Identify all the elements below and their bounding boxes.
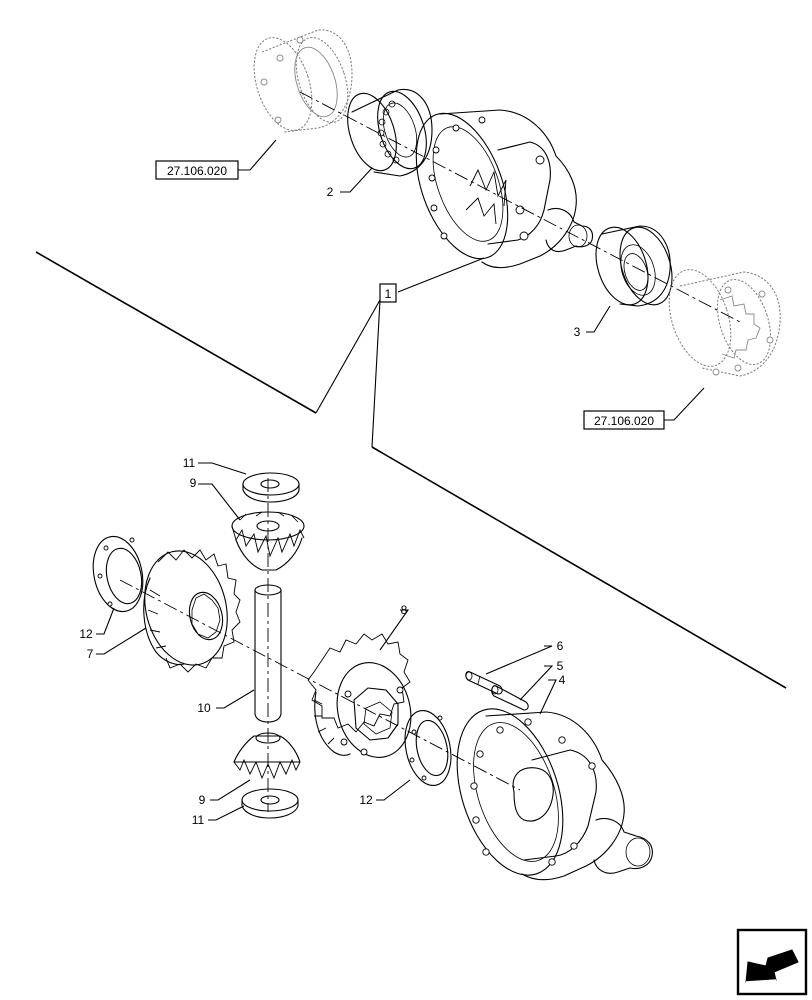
assembly-index-label: 1	[385, 287, 392, 301]
bottom-assembly	[92, 472, 653, 881]
callout-12-left: 12	[79, 627, 93, 641]
thrust-washer-11-top	[242, 472, 300, 503]
callout-9-bottom: 9	[199, 793, 206, 807]
bearing-3	[595, 225, 673, 307]
thrust-washer-11-bottom	[241, 788, 299, 819]
pin-5	[491, 685, 529, 711]
differential-housing-top	[415, 109, 594, 269]
top-assembly	[253, 29, 781, 377]
callout-2: 2	[327, 185, 334, 199]
shim-12-left	[92, 535, 144, 613]
assembly-index-box[interactable]: 1	[379, 283, 397, 303]
reference-box-top-left[interactable]: 27.106.020	[155, 160, 239, 180]
reference-box-right[interactable]: 27.106.020	[583, 410, 665, 430]
differential-case-4	[456, 708, 653, 881]
assembly-boundary-lines	[35, 251, 787, 689]
cross-shaft-10	[254, 584, 282, 723]
next-page-arrow-icon[interactable]	[736, 928, 808, 996]
callout-9-top: 9	[190, 476, 197, 490]
bearing-2	[347, 88, 433, 177]
side-gear-8	[307, 633, 412, 758]
callout-4: 4	[559, 673, 566, 687]
pinion-gear-9-top	[231, 511, 305, 571]
side-gear-7	[143, 549, 241, 673]
pin-6	[465, 671, 503, 695]
housing-ghost-top	[253, 29, 353, 133]
reference-label-right: 27.106.020	[594, 414, 654, 428]
reference-label-top-left: 27.106.020	[167, 164, 227, 178]
shim-12-right	[404, 710, 452, 786]
pinion-gear-9-bottom	[233, 732, 301, 780]
callout-10: 10	[197, 701, 211, 715]
callout-leaders	[96, 139, 705, 821]
callout-11-bottom: 11	[192, 813, 205, 827]
callout-8: 8	[401, 603, 408, 617]
callout-6: 6	[557, 639, 564, 653]
callout-3: 3	[574, 325, 581, 339]
callout-11-top: 11	[183, 456, 196, 470]
housing-ghost-right	[668, 269, 781, 377]
callout-numbers: 2 3 11 9 8 12 7 6 5 4 10 9 12 11	[79, 185, 580, 827]
callout-7: 7	[87, 647, 94, 661]
callout-12-right: 12	[359, 793, 373, 807]
callout-5: 5	[557, 659, 564, 673]
